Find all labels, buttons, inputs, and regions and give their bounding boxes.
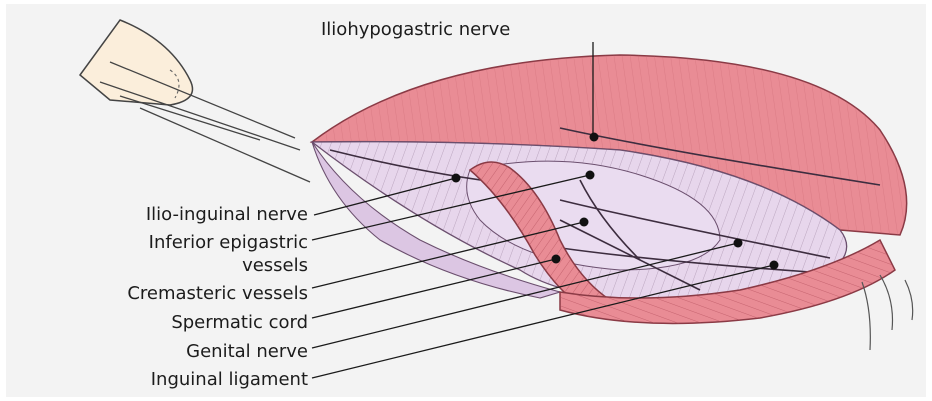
dot-iliohypogastric: [590, 133, 599, 142]
dot-genital-nerve: [734, 239, 743, 248]
label-inguinal-ligament: Inguinal ligament: [151, 370, 308, 390]
label-genital-nerve: Genital nerve: [186, 342, 308, 362]
dot-spermatic-cord: [552, 255, 561, 264]
label-ilio-inguinal-nerve: Ilio-inguinal nerve: [146, 205, 308, 225]
label-inferior-epigastric-line1: Inferior epigastric: [149, 233, 308, 253]
dot-cremasteric: [580, 218, 589, 227]
label-inferior-epigastric-line2: vessels: [242, 256, 308, 276]
label-spermatic-cord: Spermatic cord: [171, 313, 308, 333]
dot-ilio-inguinal: [452, 174, 461, 183]
dot-inguinal-ligament: [770, 261, 779, 270]
label-iliohypogastric-nerve: Iliohypogastric nerve: [321, 20, 510, 40]
label-cremasteric-vessels: Cremasteric vessels: [127, 284, 308, 304]
dot-inferior-epigastric: [586, 171, 595, 180]
